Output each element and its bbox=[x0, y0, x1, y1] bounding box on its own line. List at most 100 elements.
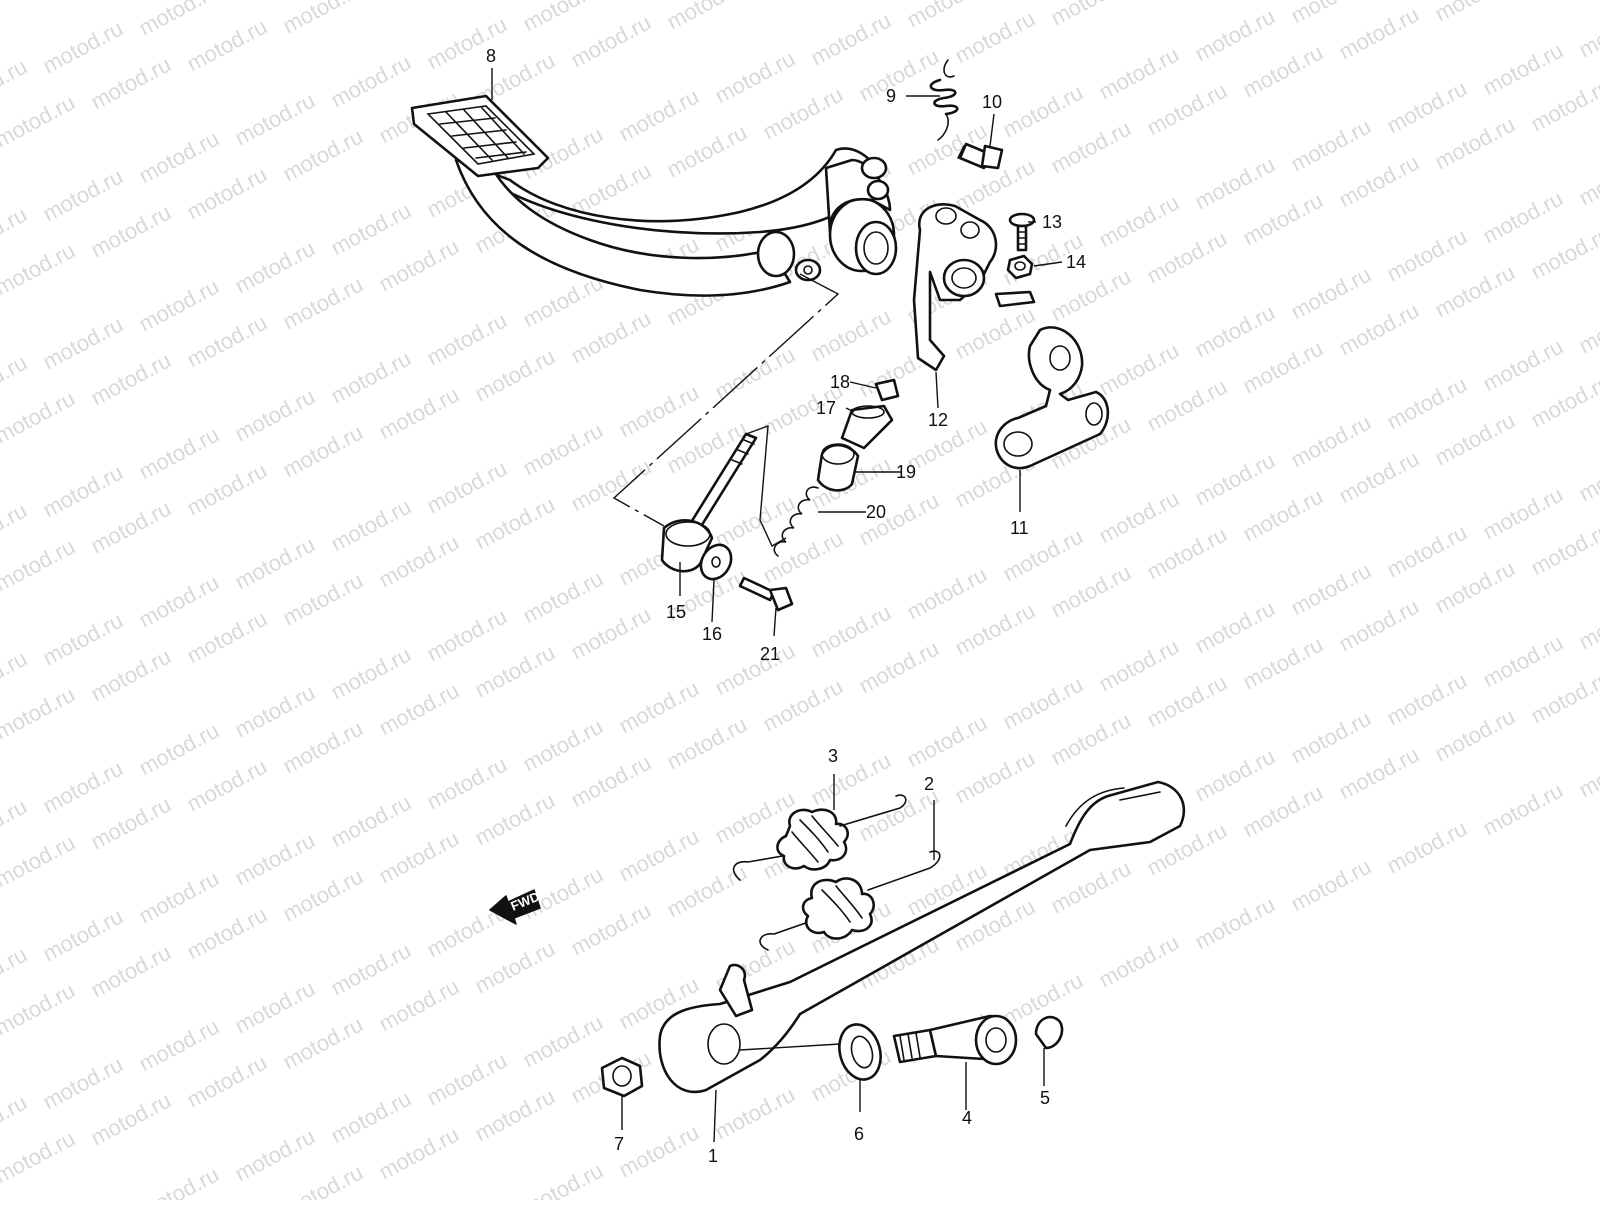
watermark-text: motod.ru bbox=[1479, 778, 1567, 841]
watermark-text: motod.ru bbox=[903, 710, 991, 773]
watermark-text: motod.ru bbox=[519, 418, 607, 481]
watermark-text: motod.ru bbox=[1095, 42, 1183, 105]
return-spring-part bbox=[931, 60, 957, 140]
watermark-text: motod.ru bbox=[567, 10, 655, 73]
watermark-text: motod.ru bbox=[1431, 0, 1519, 26]
watermark-text: motod.ru bbox=[327, 50, 415, 113]
watermark-text: motod.ru bbox=[375, 678, 463, 741]
watermark-text: motod.ru bbox=[1239, 188, 1327, 251]
watermark-text: motod.ru bbox=[423, 1048, 511, 1111]
watermark-text: motod.ru bbox=[183, 310, 271, 373]
watermark-text: motod.ru bbox=[1095, 486, 1183, 549]
watermark-text: motod.ru bbox=[1479, 38, 1567, 101]
watermark-text: motod.ru bbox=[279, 1160, 367, 1200]
watermark-text: motod.ru bbox=[279, 124, 367, 187]
watermark-text: motod.ru bbox=[999, 80, 1087, 143]
watermark-text: motod.ru bbox=[1335, 2, 1423, 65]
watermark-text: motod.ru bbox=[375, 234, 463, 297]
watermark-text: motod.ru bbox=[0, 386, 79, 449]
watermark-text: motod.ru bbox=[615, 380, 703, 443]
watermark-text: motod.ru bbox=[903, 562, 991, 625]
watermark-text: motod.ru bbox=[1527, 222, 1600, 285]
pin-17-part bbox=[842, 406, 892, 448]
watermark-text: motod.ru bbox=[1047, 708, 1135, 771]
watermark-text: motod.ru bbox=[471, 640, 559, 703]
watermark-text: motod.ru bbox=[135, 422, 223, 485]
watermark-text: motod.ru bbox=[183, 754, 271, 817]
callout-19: 19 bbox=[896, 462, 916, 482]
watermark-text: motod.ru bbox=[1383, 668, 1471, 731]
watermark-text: motod.ru bbox=[87, 496, 175, 559]
callout-12: 12 bbox=[928, 410, 948, 430]
watermark-text: motod.ru bbox=[663, 120, 751, 183]
watermark-text: motod.ru bbox=[279, 0, 367, 38]
watermark-text: motod.ru bbox=[1191, 892, 1279, 955]
watermark-text: motod.ru bbox=[471, 936, 559, 999]
collar-19-part bbox=[818, 444, 858, 490]
watermark-text: motod.ru bbox=[1287, 706, 1375, 769]
watermark-text: motod.ru bbox=[423, 12, 511, 75]
callout-11: 11 bbox=[1010, 518, 1029, 538]
watermark-text: motod.ru bbox=[567, 750, 655, 813]
watermark-text: motod.ru bbox=[519, 566, 607, 629]
watermark-text: motod.ru bbox=[375, 974, 463, 1037]
nut-14-part bbox=[1008, 256, 1032, 278]
watermark-text: motod.ru bbox=[1383, 372, 1471, 435]
watermark-text: motod.ru bbox=[1287, 262, 1375, 325]
watermark-text: motod.ru bbox=[135, 1014, 223, 1077]
watermark-text: motod.ru bbox=[471, 492, 559, 555]
watermark-text: motod.ru bbox=[855, 44, 943, 107]
watermark-text: motod.ru bbox=[1479, 334, 1567, 397]
watermark-text: motod.ru bbox=[471, 788, 559, 851]
callout-18: 18 bbox=[830, 372, 850, 392]
callout-9: 9 bbox=[886, 86, 896, 106]
watermark-text: motod.ru bbox=[375, 530, 463, 593]
watermark-text: motod.ru bbox=[0, 682, 79, 745]
watermark-text: motod.ru bbox=[87, 1088, 175, 1151]
watermark-text: motod.ru bbox=[711, 1082, 799, 1145]
watermark-text: motod.ru bbox=[0, 0, 79, 4]
watermark-text: motod.ru bbox=[231, 976, 319, 1039]
watermark-text: motod.ru bbox=[1191, 744, 1279, 807]
watermark-text: motod.ru bbox=[1383, 816, 1471, 879]
watermark-text: motod.ru bbox=[615, 1120, 703, 1183]
watermark-text: motod.ru bbox=[711, 342, 799, 405]
watermark-text: motod.ru bbox=[1287, 0, 1375, 28]
watermark-text: motod.ru bbox=[1575, 0, 1600, 62]
watermark-text: motod.ru bbox=[0, 498, 31, 561]
watermark-text: motod.ru bbox=[231, 384, 319, 447]
watermark-text: motod.ru bbox=[1335, 742, 1423, 805]
watermark-text: motod.ru bbox=[1095, 930, 1183, 993]
watermark-text: motod.ru bbox=[231, 532, 319, 595]
watermark-text: motod.ru bbox=[1095, 634, 1183, 697]
callout-16: 16 bbox=[702, 624, 722, 644]
watermark-text: motod.ru bbox=[327, 494, 415, 557]
watermark-text: motod.ru bbox=[183, 1050, 271, 1113]
cap-18-part bbox=[876, 380, 898, 400]
callout-21: 21 bbox=[760, 644, 780, 664]
watermark-text: motod.ru bbox=[519, 1158, 607, 1200]
callout-13: 13 bbox=[1042, 212, 1062, 232]
watermark-text: motod.ru bbox=[0, 978, 79, 1041]
watermark-text: motod.ru bbox=[0, 54, 31, 117]
watermark-text: motod.ru bbox=[1239, 336, 1327, 399]
watermark-text: motod.ru bbox=[1143, 78, 1231, 141]
callout-15: 15 bbox=[666, 602, 686, 622]
watermark-text: motod.ru bbox=[1287, 854, 1375, 917]
watermark-text: motod.ru bbox=[39, 904, 127, 967]
watermark-text: motod.ru bbox=[231, 88, 319, 151]
watermark-text: motod.ru bbox=[807, 8, 895, 71]
callout-7: 7 bbox=[614, 1134, 624, 1154]
callout-14: 14 bbox=[1066, 252, 1086, 272]
watermark-text: motod.ru bbox=[183, 606, 271, 669]
watermark-text: motod.ru bbox=[1575, 592, 1600, 655]
watermark-text: motod.ru bbox=[135, 126, 223, 189]
watermark-text: motod.ru bbox=[711, 46, 799, 109]
watermark-text: motod.ru bbox=[759, 674, 847, 737]
callout-10: 10 bbox=[982, 92, 1002, 112]
watermark-text: motod.ru bbox=[0, 830, 79, 893]
watermark-text: motod.ru bbox=[1575, 444, 1600, 507]
watermark-text: motod.ru bbox=[0, 1126, 79, 1189]
